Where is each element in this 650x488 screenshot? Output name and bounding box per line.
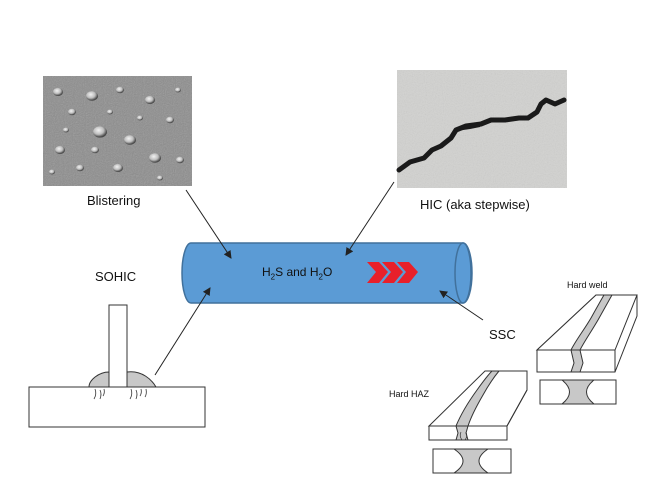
blister-bump: [145, 96, 155, 104]
label-hard-haz: Hard HAZ: [389, 389, 430, 399]
blister-bump: [149, 153, 161, 163]
blister-bump: [53, 88, 63, 96]
label-sohic: SOHIC: [95, 269, 137, 284]
arrow-blistering: [185, 189, 232, 259]
blister-bump: [76, 164, 84, 172]
label-hard-weld: Hard weld: [567, 280, 608, 290]
blistering-photo: [43, 76, 192, 186]
flow-chevron-2: [382, 262, 403, 283]
arrow-hic: [345, 181, 395, 256]
blister-bump: [91, 146, 99, 154]
label-hic: HIC (aka stepwise): [420, 197, 530, 212]
blister-bump: [93, 126, 107, 138]
blister-bump: [49, 169, 55, 175]
sohic-weld-sketch: [28, 304, 206, 428]
pipe: [181, 242, 473, 304]
flow-chevron-3: [397, 262, 418, 283]
stepwise-crack: [396, 97, 567, 173]
label-ssc: SSC: [489, 327, 516, 342]
blister-bump: [113, 164, 123, 172]
blister-bump: [175, 87, 181, 93]
blister-bump: [137, 115, 143, 121]
arrow-sohic: [154, 287, 211, 376]
blister-bump: [86, 91, 98, 101]
blister-bumps: [49, 86, 184, 181]
blister-bump: [124, 135, 136, 145]
arrow-ssc: [439, 290, 484, 321]
pipe-end: [454, 242, 472, 304]
blister-bump: [63, 127, 69, 133]
pipe-label-h2s-h2o: H2S and H2O: [262, 265, 333, 282]
blister-bump: [157, 175, 163, 181]
hic-photo: [396, 70, 567, 188]
blister-bump: [176, 156, 184, 164]
blister-bump: [166, 116, 174, 124]
hard-haz-sketch: [427, 370, 528, 474]
hard-weld-sketch: [535, 294, 638, 405]
blister-bump: [107, 109, 113, 115]
label-blistering: Blistering: [87, 193, 141, 208]
blister-bump: [68, 108, 76, 116]
blister-bump: [55, 146, 65, 154]
blister-bump: [116, 86, 124, 94]
flow-chevron-1: [367, 262, 388, 283]
